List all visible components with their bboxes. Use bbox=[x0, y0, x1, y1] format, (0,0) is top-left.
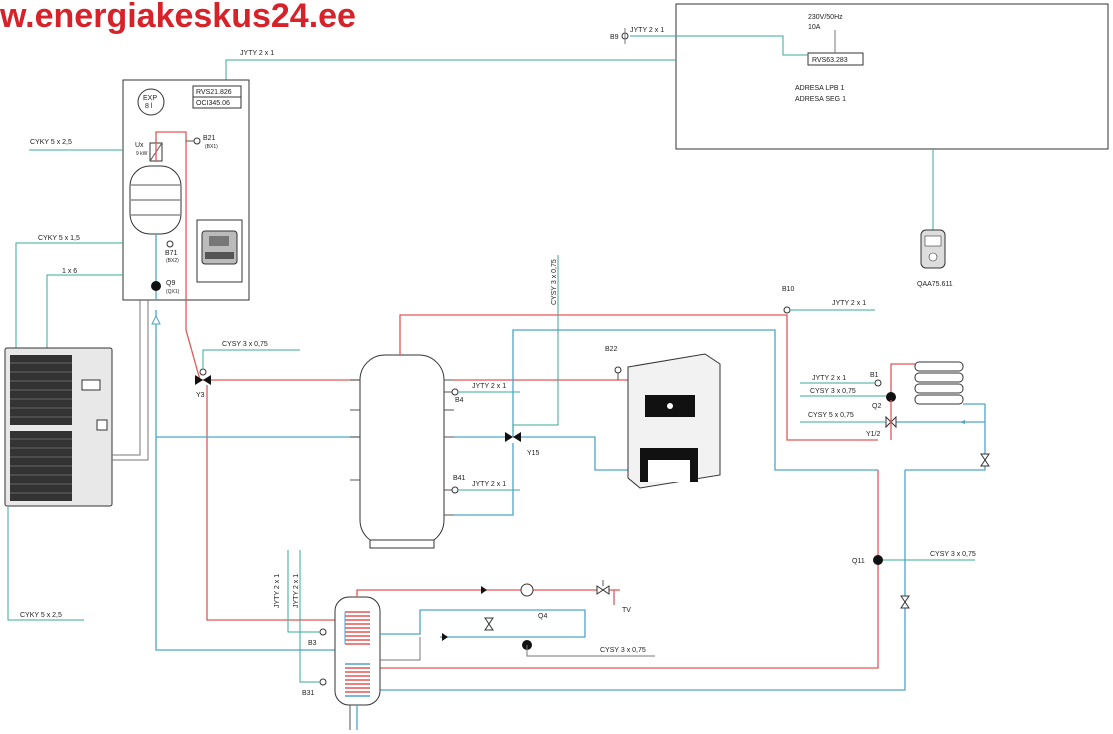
b9-label: B9 bbox=[610, 34, 619, 41]
q11-label: Q11 bbox=[852, 558, 865, 565]
y12-cable: CYSY 5 x 0,75 bbox=[808, 412, 854, 419]
sensor-b9: B9 JYTY 2 x 1 bbox=[610, 27, 664, 44]
exp-label: EXP bbox=[143, 95, 157, 102]
b10-cable: JYTY 2 x 1 bbox=[832, 300, 866, 307]
outdoor-unit bbox=[4, 347, 113, 507]
valve-y3: Y3 CYSY 3 x 0,75 bbox=[195, 341, 300, 399]
solid-fuel-boiler: B22 bbox=[605, 346, 721, 489]
b21-label: B21 bbox=[203, 135, 216, 142]
b4-cable: JYTY 2 x 1 bbox=[472, 383, 506, 390]
indoor-unit: EXP 8 l RVS21.826 OCI345.06 Ux 9 kW B21 … bbox=[122, 79, 250, 301]
b31-cable: JYTY 2 x 1 bbox=[293, 574, 300, 608]
y15-cable: CYSY 3 x 0,75 bbox=[551, 259, 558, 305]
y15-label: Y15 bbox=[527, 450, 540, 457]
controller-panel: 230V/50Hz 10A RVS63.283 ADRESA LPB 1 ADR… bbox=[630, 3, 1109, 150]
exp-volume: 8 l bbox=[145, 103, 153, 110]
b1-label: B1 bbox=[870, 372, 879, 379]
b3-cable: JYTY 2 x 1 bbox=[274, 574, 281, 608]
cable-c1: CYKY 5 x 2,5 bbox=[30, 139, 72, 146]
valve-y15: Y15 CYSY 3 x 0,75 bbox=[505, 255, 559, 457]
q9-sub: (QX1) bbox=[166, 289, 180, 295]
address-seg: ADRESA SEG 1 bbox=[795, 96, 846, 103]
buffer-tank: B4 JYTY 2 x 1 B41 JYTY 2 x 1 bbox=[350, 354, 520, 549]
b71-label: B71 bbox=[165, 250, 178, 257]
tv-label: TV bbox=[622, 607, 631, 614]
b21-sub: (BX1) bbox=[205, 144, 218, 150]
fuse-label: 10A bbox=[808, 24, 821, 31]
b10-label: B10 bbox=[782, 286, 795, 293]
q9-label: Q9 bbox=[166, 280, 175, 287]
ctrl-rvs21: RVS21.826 bbox=[196, 89, 232, 96]
b22-label: B22 bbox=[605, 346, 618, 353]
cable-c4: CYKY 5 x 2,5 bbox=[20, 612, 62, 619]
address-lpb: ADRESA LPB 1 bbox=[795, 85, 845, 92]
y12-label: Y1/2 bbox=[866, 431, 881, 438]
watermark-text: w.energiakeskus24.ee bbox=[0, 0, 356, 35]
controller-model: RVS63.283 bbox=[812, 57, 848, 64]
dhw-tank: B3 B31 JYTY 2 x 1 JYTY 2 x 1 bbox=[274, 550, 381, 730]
b9-cable: JYTY 2 x 1 bbox=[630, 27, 664, 34]
b1-cable: JYTY 2 x 1 bbox=[812, 375, 846, 382]
dhw-circulation: Q4 CYSY 3 x 0,75 TV bbox=[356, 580, 655, 661]
b31-label: B31 bbox=[302, 690, 315, 697]
room-unit: QAA75.611 bbox=[917, 229, 953, 288]
sensor-b10: B10 JYTY 2 x 1 bbox=[782, 286, 875, 314]
b41-label: B41 bbox=[453, 475, 466, 482]
q2-label: Q2 bbox=[872, 403, 881, 410]
room-unit-label: QAA75.611 bbox=[917, 281, 953, 288]
b41-cable: JYTY 2 x 1 bbox=[472, 481, 506, 488]
ctrl-oci345: OCI345.06 bbox=[196, 100, 230, 107]
cable-c2: CYKY 5 x 1,5 bbox=[38, 235, 80, 242]
heating-circuit: B1 JYTY 2 x 1 Q2 CYSY 3 x 0,75 Y1/2 CYSY… bbox=[800, 361, 990, 471]
supply-label: 230V/50Hz bbox=[808, 14, 843, 21]
bus-cable-label: JYTY 2 x 1 bbox=[240, 50, 274, 57]
q4-cable: CYSY 3 x 0,75 bbox=[600, 647, 646, 654]
b3-label: B3 bbox=[308, 640, 317, 647]
cable-c3: 1 x 6 bbox=[62, 268, 77, 275]
q11-cable: CYSY 3 x 0,75 bbox=[930, 551, 976, 558]
b4-label: B4 bbox=[455, 397, 464, 404]
y3-cable: CYSY 3 x 0,75 bbox=[222, 341, 268, 348]
y3-label: Y3 bbox=[196, 392, 205, 399]
ux-label: Ux bbox=[135, 142, 144, 149]
pump-q11: Q11 CYSY 3 x 0,75 bbox=[852, 551, 976, 565]
q4-label: Q4 bbox=[538, 613, 547, 620]
b71-sub: (BX2) bbox=[166, 258, 179, 264]
q2-cable: CYSY 3 x 0,75 bbox=[810, 388, 856, 395]
ux-power: 9 kW bbox=[136, 151, 148, 157]
